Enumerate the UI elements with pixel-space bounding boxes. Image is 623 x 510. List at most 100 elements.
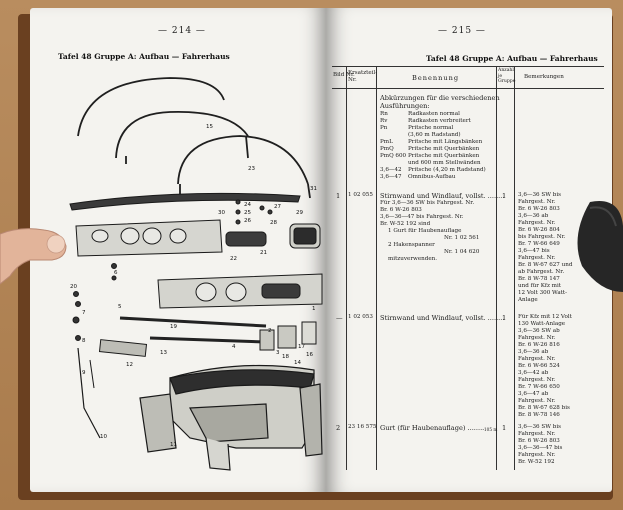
part-label: 30	[218, 210, 225, 216]
part-label: 13	[160, 350, 167, 356]
remark-line: Fahrgest. Nr.	[518, 356, 556, 362]
remark-line: Anlage	[518, 297, 538, 303]
parts-drawing: 15 31 30 23 24 25 26 27 28 29 22 21 1 2 …	[69, 77, 323, 471]
remark-line: 3,6—36 SW ab	[518, 328, 560, 334]
row1-line: Nr. 1 04 620	[444, 249, 480, 255]
part-label: 2	[268, 328, 272, 334]
abbrev-list: Rn Radkasten normal Rv Radkasten verbreite…	[380, 111, 486, 181]
col-header-anzahl: Anzahl je Gruppe	[498, 68, 516, 84]
remark-line: bis Fahrgest. Nr.	[518, 234, 566, 240]
part-label: 5	[118, 304, 122, 310]
remark-line: Br. 7 W-66 649	[518, 241, 560, 247]
part-label: 9	[82, 370, 86, 376]
row3-anzahl: 1	[502, 424, 507, 432]
abbrev-text: Pritsche mit Längsbänken	[408, 139, 483, 145]
roof-frame-middle	[115, 110, 249, 159]
row2-remarks: Für Kfz mit 12 Volt 130 Watt-Anlage 3,6—…	[518, 314, 572, 419]
abbrev-text: Pritsche mit Querbänken	[408, 153, 480, 159]
part-label: 4	[232, 344, 236, 350]
remark-line: ab Fahrgest. Nr.	[518, 269, 565, 275]
left-page: — 214 — Tafel 48 Gruppe A: Aufbau — Fahr…	[30, 8, 326, 492]
row1-anzahl: 1	[502, 192, 507, 200]
remark-line: 3,6—47 ab	[518, 391, 549, 397]
row1-line: Für 3,6—36 SW bis Fahrgest. Nr.	[380, 200, 475, 206]
remark-line: Fahrgest. Nr.	[518, 377, 556, 383]
dark-weight	[577, 201, 623, 292]
abbrev-text: Radkasten verbreitert	[408, 118, 471, 124]
part-label: 15	[206, 124, 213, 130]
part-label: 20	[70, 284, 77, 290]
row1-line: mitzuverwenden.	[388, 256, 438, 262]
remark-line: Br. 6 W-26 803	[518, 438, 560, 444]
page-number: — 215 —	[438, 26, 486, 36]
part-label: 19	[170, 324, 177, 330]
abbrev-title-2: Ausführungen:	[380, 102, 430, 110]
page-heading: Tafel 48 Gruppe A: Aufbau — Fahrerhaus	[426, 54, 598, 63]
remark-line: Br. 7 W-66 650	[518, 384, 560, 390]
remark-line: Br. 6 W-26 804	[518, 227, 560, 233]
page-heading: Tafel 48 Gruppe A: Aufbau — Fahrerhaus	[58, 52, 230, 61]
part-label: 14	[294, 360, 301, 366]
col-header-bemerkungen: Bemerkungen	[524, 74, 564, 80]
part-label: 17	[298, 344, 305, 350]
remark-line: 130 Watt-Anlage	[518, 321, 566, 327]
abbrev-code: PmQ 600	[380, 153, 407, 159]
part-label: 10	[100, 434, 107, 440]
abbrev-code: Rv	[380, 118, 388, 124]
row1-line: 3,6—36—47 bis Fahrgest. Nr.	[380, 214, 464, 220]
part-label: 7	[82, 310, 86, 316]
part-label: 8	[82, 338, 86, 344]
col-header-bild: Bild Nr.	[333, 72, 355, 78]
remark-line: Br. 6 W-26 803	[518, 206, 560, 212]
roof-frame-rear	[177, 135, 309, 185]
row1-line: Nr. 1 02 561	[444, 235, 480, 241]
roof-frame-outer	[77, 77, 225, 137]
row2-anzahl: 1	[502, 314, 507, 322]
remark-line: Fahrgest. Nr.	[518, 335, 556, 341]
abbrev-title: Abkürzungen für die verschiedenen	[380, 94, 500, 102]
row3-line: Gurt (für Haubenauflage) ........	[380, 424, 485, 432]
row1-line: Br. 6 W-26 803	[380, 207, 422, 213]
part-label: 23	[248, 166, 255, 172]
abbrev-text: Radkasten normal	[408, 111, 460, 117]
remark-line: Fahrgest. Nr.	[518, 199, 556, 205]
remark-line: Fahrgest. Nr.	[518, 398, 556, 404]
abbrev-code: 3,6—42	[380, 167, 402, 173]
remark-line: 3,6—42 ab	[518, 370, 549, 376]
remark-line: Fahrgest. Nr.	[518, 255, 556, 261]
remark-line: Fahrgest. Nr.	[518, 431, 556, 437]
remark-line: Br. 6 W-66 524	[518, 363, 560, 369]
part-label: 26	[244, 218, 251, 224]
part-label: 21	[260, 250, 267, 256]
row1-line: Stirnwand und Windlauf, vollst. ........	[380, 192, 505, 200]
remark-line: und für Kfz mit	[518, 283, 562, 289]
row2-bild: —	[336, 314, 343, 322]
remark-line: Br. W-52 192	[518, 459, 555, 465]
part-label: 18	[282, 354, 289, 360]
remark-line: 3,6—47 bis	[518, 248, 550, 254]
remark-line: 3,6—36 ab	[518, 213, 549, 219]
abbrev-text: Pritsche (4,20 m Radstand)	[408, 167, 486, 173]
row1-line: Br. W-52 192 sind	[380, 221, 431, 227]
part-label: 12	[126, 362, 133, 368]
abbrev-code: PmL	[380, 139, 393, 145]
abbrev-text: (3,60 m Radstand)	[408, 132, 461, 138]
row1-line: 2 Hakenspanner	[388, 242, 435, 248]
row1-bild: 1	[336, 192, 341, 200]
part-label: 29	[296, 210, 303, 216]
remark-line: Fahrgest. Nr.	[518, 220, 556, 226]
part-label: 16	[306, 352, 313, 358]
remark-line: Für Kfz mit 12 Volt	[518, 314, 572, 320]
row3-remarks: 3,6—36 SW bis Fahrgest. Nr. Br. 6 W-26 8…	[518, 424, 562, 466]
remark-line: 3,6—36 SW bis	[518, 192, 561, 198]
remark-line: 12 Volt 300 Watt-	[518, 290, 568, 296]
part-label: 1	[312, 306, 316, 312]
row1-nr: 1 02 055	[348, 192, 373, 198]
cowl-bar	[69, 192, 301, 211]
right-page: — 215 — Tafel 48 Gruppe A: Aufbau — Fahr…	[326, 8, 612, 492]
part-label: 3	[276, 350, 280, 356]
abbrev-code: Rn	[380, 111, 388, 117]
part-label: 31	[310, 186, 317, 192]
row1-line: 1 Gurt für Haubenauflage	[388, 228, 462, 234]
row1-description: Stirnwand und Windlauf, vollst. ........…	[380, 192, 504, 263]
